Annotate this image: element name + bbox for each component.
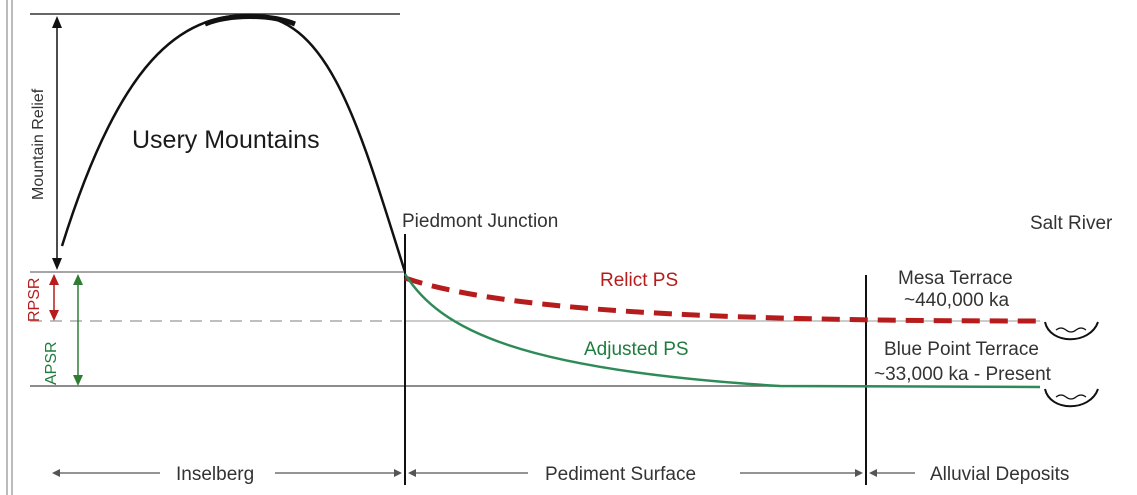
adjusted-ps-label: Adjusted PS <box>584 339 689 360</box>
relict-ps-label: Relict PS <box>600 270 678 291</box>
alluvial-deposits-span-arrow <box>869 469 915 477</box>
river-icon-upper <box>1044 321 1099 341</box>
usery-mountains-label: Usery Mountains <box>132 126 320 154</box>
blue-point-terrace-age: ~33,000 ka - Present <box>874 364 1052 385</box>
mesa-terrace-label: Mesa Terrace <box>898 268 1013 289</box>
pediment-surface-span-arrow <box>408 469 863 477</box>
mesa-terrace-age: ~440,000 ka <box>904 290 1010 311</box>
piedmont-junction-label: Piedmont Junction <box>402 211 558 232</box>
adjusted-ps-curve <box>403 273 1041 389</box>
inselberg-label: Inselberg <box>176 464 254 485</box>
apsr-arrow <box>73 274 83 386</box>
mountain-summit-thick <box>204 14 296 27</box>
relict-ps-curve <box>404 275 1041 324</box>
mountain-relief-arrow <box>52 16 62 270</box>
inselberg-span-arrow <box>52 469 402 477</box>
mountain-relief-label: Mountain Relief <box>30 88 47 200</box>
pediment-surface-label: Pediment Surface <box>545 464 696 485</box>
apsr-label: APSR <box>43 341 60 385</box>
river-icon-lower <box>1044 388 1099 408</box>
alluvial-deposits-label: Alluvial Deposits <box>930 464 1069 485</box>
salt-river-label: Salt River <box>1030 213 1113 234</box>
rpsr-label: RPSR <box>26 278 43 322</box>
blue-point-terrace-label: Blue Point Terrace <box>884 339 1039 360</box>
rpsr-arrow <box>49 274 59 321</box>
